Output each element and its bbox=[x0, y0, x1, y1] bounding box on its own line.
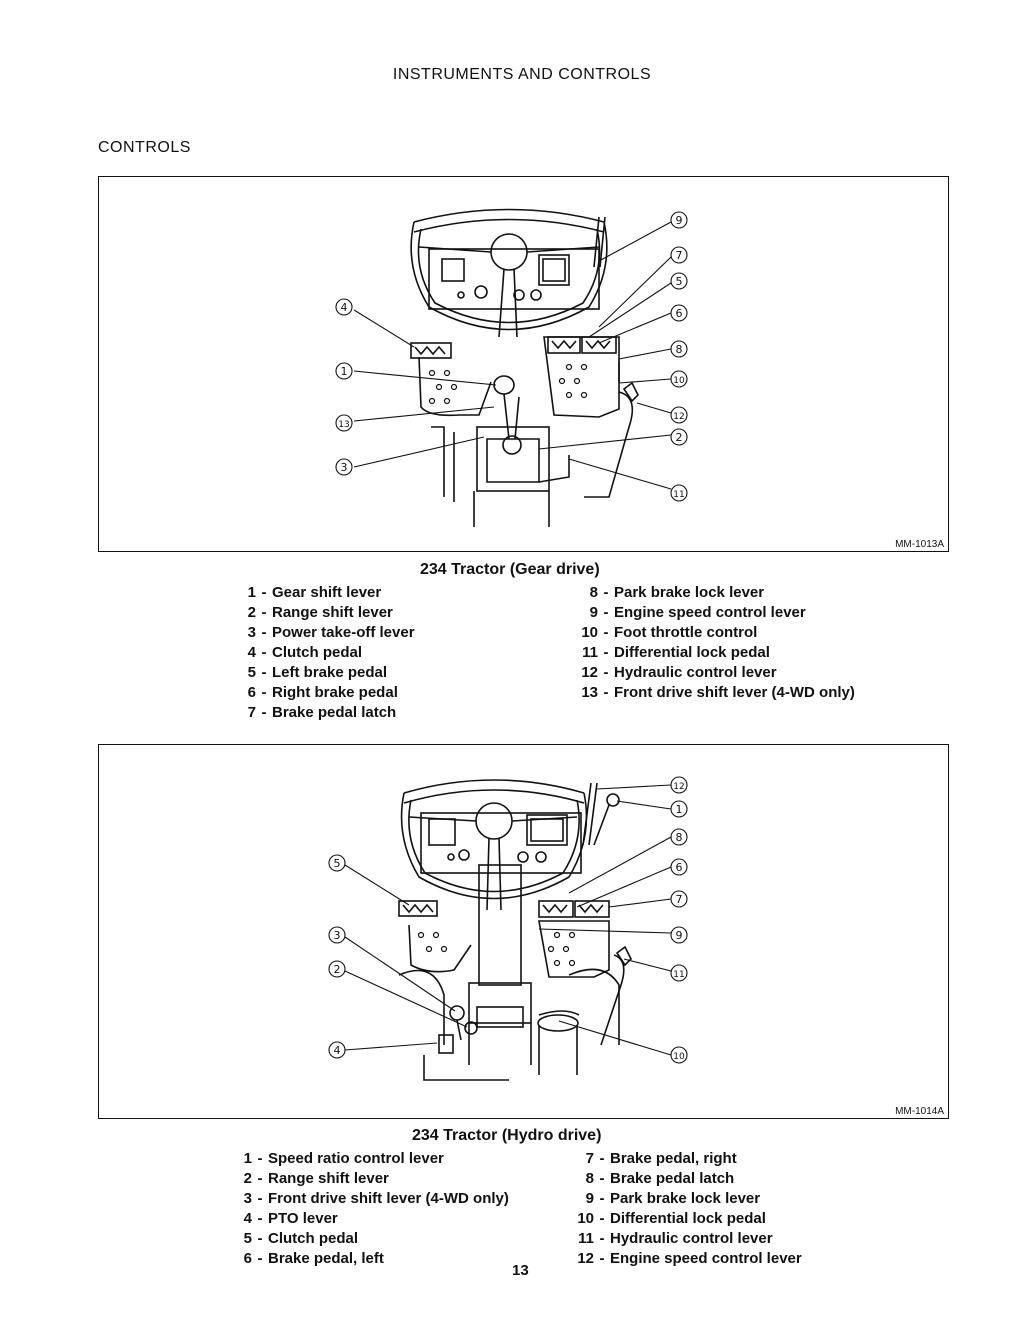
callout-7: 7 bbox=[676, 249, 683, 262]
legend-item: 13-Front drive shift lever (4-WD only) bbox=[581, 684, 855, 701]
callout-4: 4 bbox=[341, 301, 348, 314]
legend-item: 6-Brake pedal, left bbox=[243, 1250, 384, 1267]
legend-item: 12-Hydraulic control lever bbox=[581, 664, 777, 681]
page-number: 13 bbox=[512, 1262, 529, 1279]
section-title: CONTROLS bbox=[98, 139, 191, 156]
legend-item: 5-Left brake pedal bbox=[247, 664, 388, 681]
callout-13: 13 bbox=[338, 420, 349, 430]
legend-item: 1-Speed ratio control lever bbox=[243, 1150, 444, 1167]
legend-item: 2-Range shift lever bbox=[243, 1170, 389, 1187]
page-title: INSTRUMENTS AND CONTROLS bbox=[392, 66, 652, 83]
legend-item: 6-Right brake pedal bbox=[247, 684, 398, 701]
callout-9: 9 bbox=[676, 929, 683, 942]
legend-item: 1-Gear shift lever bbox=[247, 584, 382, 601]
callout-1: 1 bbox=[676, 803, 683, 816]
legend-item: 7-Brake pedal latch bbox=[247, 704, 397, 721]
callout-12: 12 bbox=[673, 412, 684, 422]
tractor-gear-drive-illustration: 9 7 5 6 8 10 12 2 11 4 1 13 3 bbox=[335, 208, 688, 527]
legend-item: 12-Engine speed control lever bbox=[577, 1250, 802, 1267]
figure-code: MM-1013A bbox=[895, 539, 944, 550]
callout-3: 3 bbox=[341, 461, 348, 474]
legend-item: 10-Differential lock pedal bbox=[577, 1210, 766, 1227]
callout-4: 4 bbox=[334, 1044, 341, 1057]
callout-10: 10 bbox=[673, 1052, 685, 1062]
callout-5: 5 bbox=[334, 857, 341, 870]
legend-item: 11-Differential lock pedal bbox=[582, 644, 770, 661]
legend-item: 9-Park brake lock lever bbox=[585, 1190, 761, 1207]
legend-item: 7-Brake pedal, right bbox=[585, 1150, 737, 1167]
figure-caption: 234 Tractor (Gear drive) bbox=[420, 561, 600, 578]
legend-item: 4-PTO lever bbox=[243, 1210, 338, 1227]
tractor-hydro-drive-illustration: 12 1 8 6 7 9 11 10 5 3 2 4 bbox=[328, 776, 688, 1081]
callout-2: 2 bbox=[676, 431, 683, 444]
callout-2: 2 bbox=[334, 963, 341, 976]
callout-11: 11 bbox=[673, 490, 684, 500]
figure-code: MM-1014A bbox=[895, 1106, 944, 1117]
callout-10: 10 bbox=[673, 376, 685, 386]
callout-11: 11 bbox=[673, 970, 684, 980]
callout-7: 7 bbox=[676, 893, 683, 906]
legend-item: 5-Clutch pedal bbox=[243, 1230, 359, 1247]
callout-3: 3 bbox=[334, 929, 341, 942]
legend-item: 10-Foot throttle control bbox=[581, 624, 758, 641]
callout-1: 1 bbox=[341, 365, 348, 378]
callout-8: 8 bbox=[676, 343, 683, 356]
legend-item: 4-Clutch pedal bbox=[247, 644, 363, 661]
legend-item: 3-Power take-off lever bbox=[247, 624, 415, 641]
callout-8: 8 bbox=[676, 831, 683, 844]
legend-item: 8-Brake pedal latch bbox=[585, 1170, 735, 1187]
figure-hydro-drive: 12 1 8 6 7 9 11 10 5 3 2 4 MM-1014A bbox=[98, 744, 949, 1119]
legend-item: 2-Range shift lever bbox=[247, 604, 393, 621]
callout-9: 9 bbox=[676, 214, 683, 227]
figure-gear-drive: 9 7 5 6 8 10 12 2 11 4 1 13 3 MM-1013A bbox=[98, 176, 949, 552]
legend-item: 8-Park brake lock lever bbox=[589, 584, 765, 601]
legend-item: 11-Hydraulic control lever bbox=[578, 1230, 773, 1247]
callout-6: 6 bbox=[676, 861, 683, 874]
figure-caption: 234 Tractor (Hydro drive) bbox=[412, 1127, 602, 1144]
legend-item: 9-Engine speed control lever bbox=[589, 604, 806, 621]
legend-item: 3-Front drive shift lever (4-WD only) bbox=[243, 1190, 509, 1207]
callout-12: 12 bbox=[673, 782, 684, 792]
callout-5: 5 bbox=[676, 275, 683, 288]
callout-6: 6 bbox=[676, 307, 683, 320]
